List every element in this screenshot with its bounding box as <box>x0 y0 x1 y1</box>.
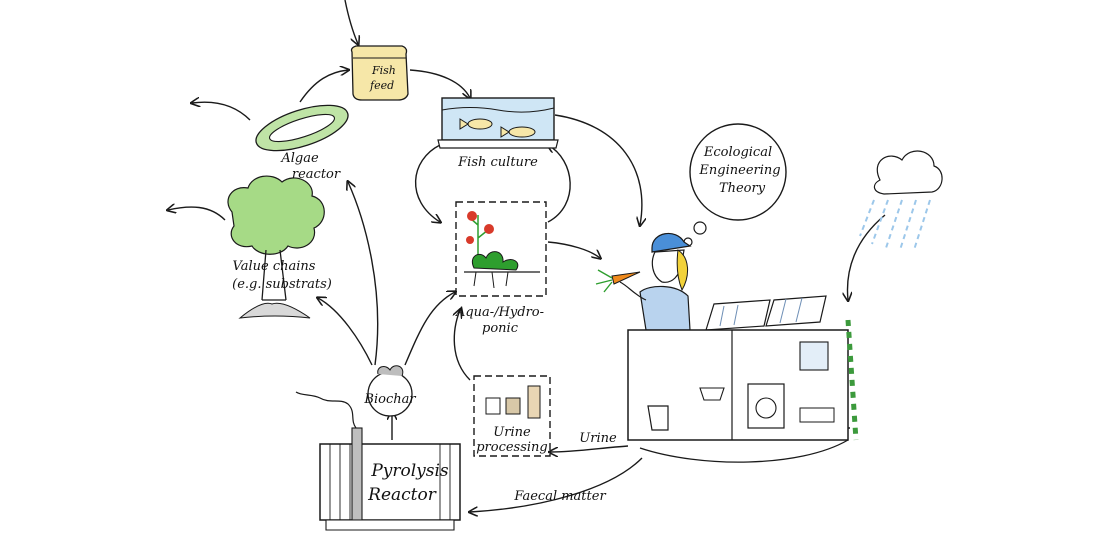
arrow-aquaponic-to-person <box>547 241 600 258</box>
fish-culture-label: Fish culture <box>457 155 538 170</box>
arrow-algae-to-feed <box>299 70 348 103</box>
theory-label-3: Theory <box>719 181 766 196</box>
theory-label-2: Engineering <box>698 163 780 178</box>
algae-reactor-loop <box>255 104 349 152</box>
rain-cloud <box>859 150 943 251</box>
faecal-flow-label: Faecal matter <box>513 489 606 504</box>
arrow-culture-loop-left <box>414 144 440 222</box>
value-chains-label-1: Value chains <box>233 259 316 274</box>
tree-icon <box>227 175 325 319</box>
arrow-into-fish-feed <box>344 0 358 44</box>
fish-icon <box>500 126 536 138</box>
arrow-biochar-to-algae <box>348 182 379 366</box>
urine-flow-label: Urine <box>579 431 617 446</box>
urine-processing-box <box>473 375 551 457</box>
arrow-feed-to-culture <box>409 69 470 98</box>
arrow-urine <box>550 445 629 452</box>
fish-feed-jar <box>350 45 409 101</box>
person-figure <box>595 232 692 331</box>
flow-arrows <box>168 0 886 512</box>
biochar-label: Biochar <box>363 392 416 407</box>
arrow-biochar-to-aquaponic <box>404 292 455 366</box>
arrow-culture-to-person <box>554 114 642 225</box>
thought-bubble <box>683 123 787 247</box>
pyrolysis-reactor <box>295 391 461 531</box>
pyrolysis-label-2: Reactor <box>367 485 437 505</box>
urine-processing-label-1: Urine <box>493 425 531 440</box>
fish-feed-label-1: Fish <box>371 64 396 77</box>
container-house <box>627 295 859 463</box>
aquaponic-label-1: Aqua-/Hydro- <box>455 305 544 320</box>
shelf-icon <box>799 407 835 423</box>
carrot-icon <box>611 271 641 285</box>
lettuce-icon <box>472 251 519 271</box>
value-chains-label-2: (e.g. substrats) <box>232 277 332 292</box>
smoke-icon <box>295 391 357 429</box>
cap-icon <box>651 232 692 253</box>
arrow-faecal <box>470 457 643 512</box>
fish-culture-tank <box>437 97 559 149</box>
algae-reactor-label-2: reactor <box>292 167 341 182</box>
fish-icon <box>459 118 493 130</box>
theory-label-1: Ecological <box>703 145 772 160</box>
arrow-algae-out <box>192 102 251 121</box>
tomato-icon <box>484 224 494 234</box>
pyrolysis-label-1: Pyrolysis <box>370 461 449 481</box>
algae-reactor-label-1: Algae <box>280 151 319 166</box>
urine-processing-label-2: processing <box>476 440 548 455</box>
tomato-icon <box>466 236 474 244</box>
toilet-icon <box>647 405 669 431</box>
arrow-urineproc-to-aquaponic <box>454 310 471 381</box>
aquaponic-box <box>455 201 547 297</box>
arrow-tree-out <box>168 207 226 221</box>
chimney-icon <box>351 427 363 521</box>
solar-panel-icon <box>705 299 771 331</box>
tomato-icon <box>467 211 477 221</box>
roof-plants-icon <box>845 319 859 441</box>
arrow-biochar-to-tree <box>318 298 373 366</box>
arrow-rain <box>847 214 886 300</box>
biochar-pile <box>367 365 413 417</box>
fish-feed-label-2: feed <box>369 79 394 92</box>
hair-icon <box>676 249 688 292</box>
sink-icon <box>699 387 725 401</box>
window-icon <box>799 341 829 371</box>
arrow-aquaponic-to-culture <box>548 145 571 223</box>
aquaponic-label-2: ponic <box>482 321 519 336</box>
